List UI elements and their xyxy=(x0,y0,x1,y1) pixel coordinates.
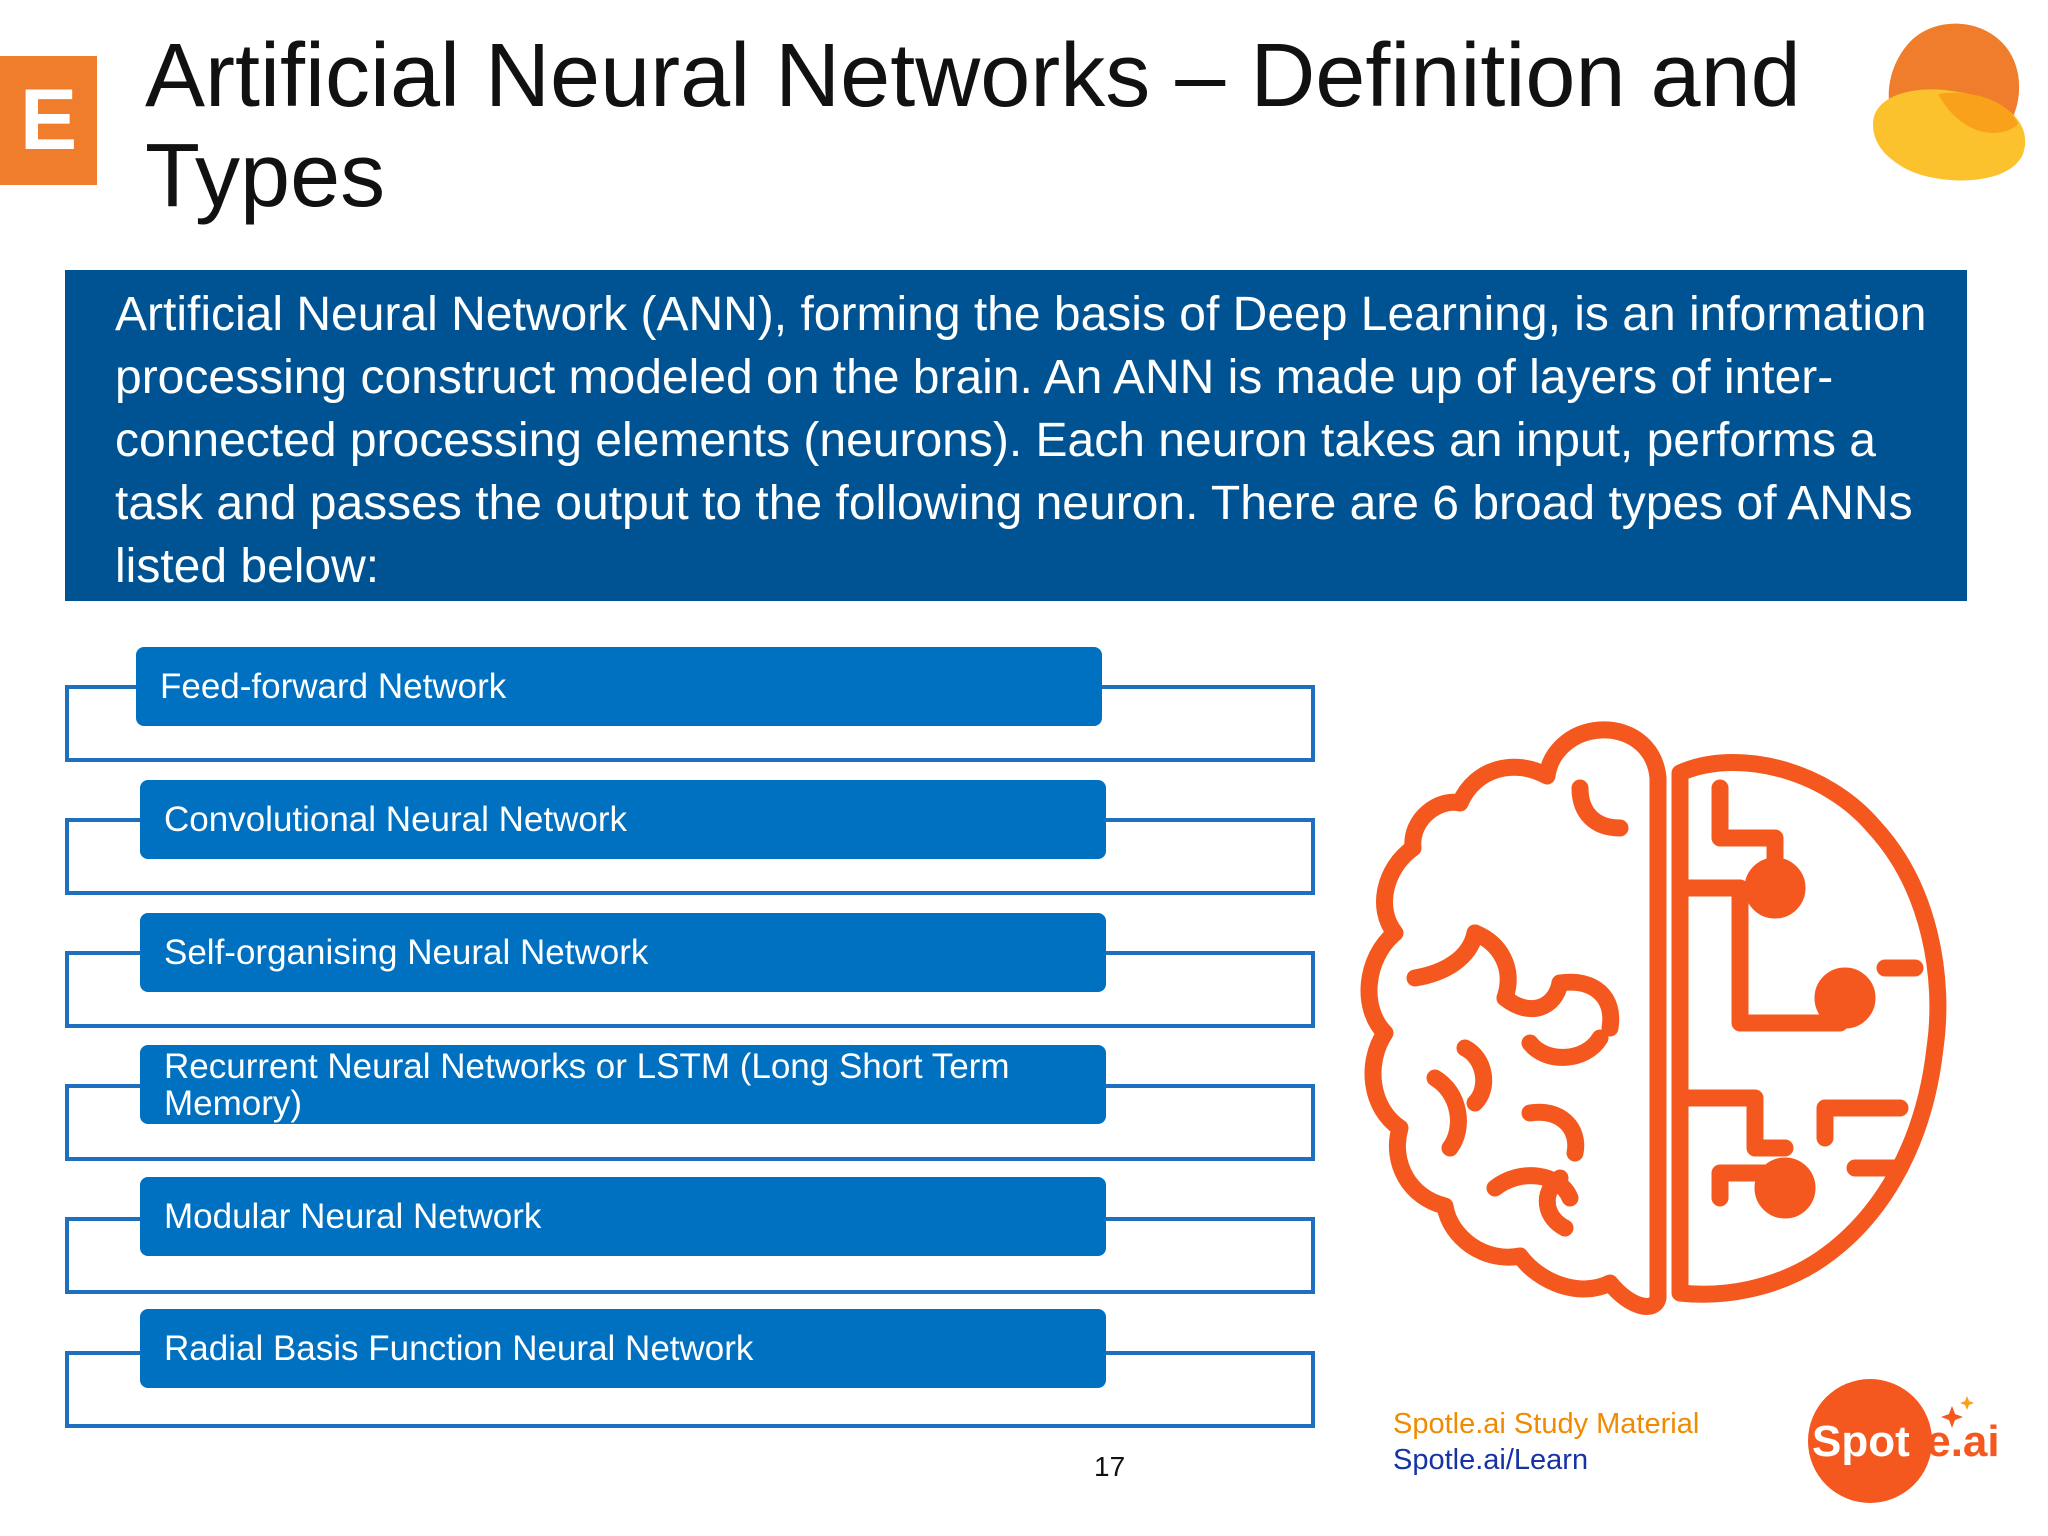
logo-text-b: le.ai xyxy=(1914,1417,2000,1466)
type-item-label: Recurrent Neural Networks or LSTM (Long … xyxy=(164,1046,1010,1123)
type-item-label: Radial Basis Function Neural Network xyxy=(164,1329,754,1368)
learn-link[interactable]: Spotle.ai/Learn xyxy=(1393,1444,1589,1476)
section-badge: E xyxy=(0,56,97,185)
type-item-radial-basis: Radial Basis Function Neural Network xyxy=(140,1309,1106,1388)
definition-box: Artificial Neural Network (ANN), forming… xyxy=(65,270,1967,601)
type-item-feed-forward: Feed-forward Network xyxy=(136,647,1102,726)
logo-text-a: Spot xyxy=(1812,1417,1910,1466)
type-item-label: Modular Neural Network xyxy=(164,1197,542,1236)
slide-title: Artificial Neural Networks – Definition … xyxy=(145,26,1801,226)
type-item-label: Self-organising Neural Network xyxy=(164,933,649,972)
type-item-recurrent-lstm: Recurrent Neural Networks or LSTM (Long … xyxy=(140,1045,1106,1124)
circuit-brain-icon xyxy=(1360,721,1947,1315)
type-item-label: Convolutional Neural Network xyxy=(164,800,627,839)
type-item-label: Feed-forward Network xyxy=(160,667,507,706)
definition-text: Artificial Neural Network (ANN), forming… xyxy=(115,288,1927,593)
type-item-self-organising: Self-organising Neural Network xyxy=(140,913,1106,992)
yellow-orange-blob-icon xyxy=(1873,23,2026,181)
badge-letter: E xyxy=(19,72,78,168)
type-item-modular: Modular Neural Network xyxy=(140,1177,1106,1256)
study-material-label: Spotle.ai Study Material xyxy=(1393,1408,1700,1440)
type-item-convolutional: Convolutional Neural Network xyxy=(140,780,1106,859)
spotle-logo: Spot le.ai xyxy=(1808,1379,2000,1503)
page-number: 17 xyxy=(1094,1451,1126,1482)
